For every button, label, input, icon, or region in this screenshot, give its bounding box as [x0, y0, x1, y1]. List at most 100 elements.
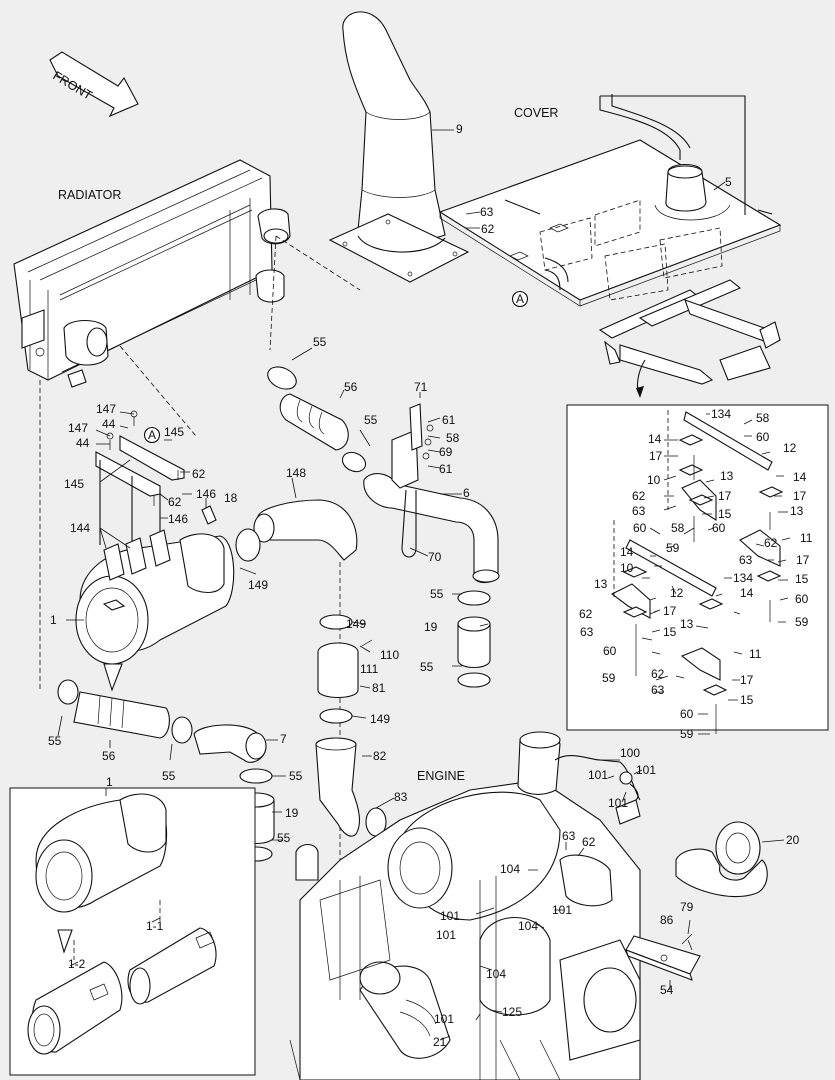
callout: 61	[442, 413, 456, 427]
callout: 58	[756, 411, 770, 425]
callout: 63	[480, 205, 494, 219]
callout: 55	[48, 734, 62, 748]
callout: 14	[620, 545, 634, 559]
callout: 19	[424, 620, 438, 634]
callout: 60	[603, 644, 617, 658]
callout: 10	[620, 561, 634, 575]
callout: 11	[749, 647, 762, 661]
cleaner-brackets	[95, 410, 185, 548]
sensor-100	[615, 771, 641, 825]
callout: 145	[164, 425, 184, 439]
callout: 104	[518, 919, 538, 933]
callout: 60	[756, 430, 770, 444]
callout: 14	[740, 586, 754, 600]
callout: 86	[660, 913, 674, 927]
callout: 59	[680, 727, 694, 741]
callout: 101	[588, 768, 608, 782]
callout: 58	[671, 521, 685, 535]
callout: 17	[796, 553, 810, 567]
cover-assembly	[438, 94, 782, 307]
callout: 111	[360, 662, 379, 676]
callout: 59	[602, 671, 616, 685]
callout: 101	[436, 928, 456, 942]
callout: 62	[651, 667, 665, 681]
callout: 79	[680, 900, 694, 914]
callout: 148	[286, 466, 306, 480]
main-callouts: 9 63 62 5 55 56 55 71 61 58 69 61 6 70 1…	[48, 122, 800, 1049]
callout: 13	[790, 504, 804, 518]
callout: 15	[740, 693, 754, 707]
callout: 55	[420, 660, 434, 674]
upper-hose-56	[267, 366, 367, 473]
callout: 101	[440, 909, 460, 923]
callout: 104	[486, 967, 506, 981]
callout: 62	[582, 835, 596, 849]
callout: 60	[633, 521, 647, 535]
callout: 55	[364, 413, 378, 427]
callout: 14	[648, 432, 662, 446]
callout: 55	[430, 587, 444, 601]
callout: 18	[224, 491, 238, 505]
callout: 134	[711, 407, 731, 421]
callout: 12	[670, 586, 684, 600]
callout: 55	[289, 769, 303, 783]
callout: 62	[481, 222, 495, 236]
callout: 101	[608, 796, 628, 810]
callout: 21	[433, 1035, 447, 1049]
detail-inset	[566, 404, 829, 734]
callout: 82	[373, 749, 387, 763]
cover-brackets	[598, 279, 781, 398]
callout: 63	[562, 829, 576, 843]
callout: 62	[192, 467, 206, 481]
bracket-54	[625, 933, 701, 981]
callout: 104	[500, 862, 520, 876]
callout: 1-1	[146, 919, 164, 933]
callout: 59	[666, 541, 680, 555]
engine	[289, 731, 641, 1080]
ref-mark-a-1: A	[511, 290, 529, 308]
callout: 10	[647, 473, 661, 487]
callout: 13	[594, 577, 608, 591]
callout: 59	[795, 615, 809, 629]
callout: 54	[660, 983, 674, 997]
callout: 71	[414, 380, 428, 394]
callout: 101	[636, 763, 656, 777]
exhaust-stack-9	[328, 11, 470, 283]
callout: 56	[344, 380, 358, 394]
detail-callouts: 134 58 60 14 12 17 14 10 13 17 62 17 63 …	[579, 407, 813, 741]
callout: 17	[649, 449, 663, 463]
callout: 83	[394, 790, 408, 804]
pipe-6	[363, 403, 500, 584]
callout: 1-2	[68, 957, 86, 971]
callout: 12	[783, 441, 797, 455]
callout: 146	[168, 512, 188, 526]
callout: 144	[70, 521, 90, 535]
callout: 13	[720, 469, 734, 483]
callout: 5	[725, 175, 732, 189]
callout: 14	[793, 470, 807, 484]
radiator	[13, 159, 361, 690]
callout: 63	[739, 553, 753, 567]
center-column-parts	[315, 614, 373, 837]
callout: 58	[446, 431, 460, 445]
callout: 55	[162, 769, 176, 783]
cover-section-label: COVER	[514, 106, 558, 120]
pipe-20	[675, 821, 768, 898]
callout: 147	[68, 421, 88, 435]
callout: 44	[102, 417, 116, 431]
callout: 1	[106, 775, 113, 789]
callout: 56	[102, 749, 116, 763]
callout: 15	[718, 507, 732, 521]
callout: 62	[168, 495, 182, 509]
callout: 81	[372, 681, 386, 695]
callout: 101	[434, 1012, 454, 1026]
callout: 7	[280, 732, 287, 746]
callout: 9	[456, 122, 463, 136]
callout: 147	[96, 402, 116, 416]
callout: 146	[196, 487, 216, 501]
front-arrow: FRONT	[49, 51, 139, 118]
callout: 101	[552, 903, 572, 917]
callout: 60	[680, 707, 694, 721]
callout: 61	[439, 462, 453, 476]
